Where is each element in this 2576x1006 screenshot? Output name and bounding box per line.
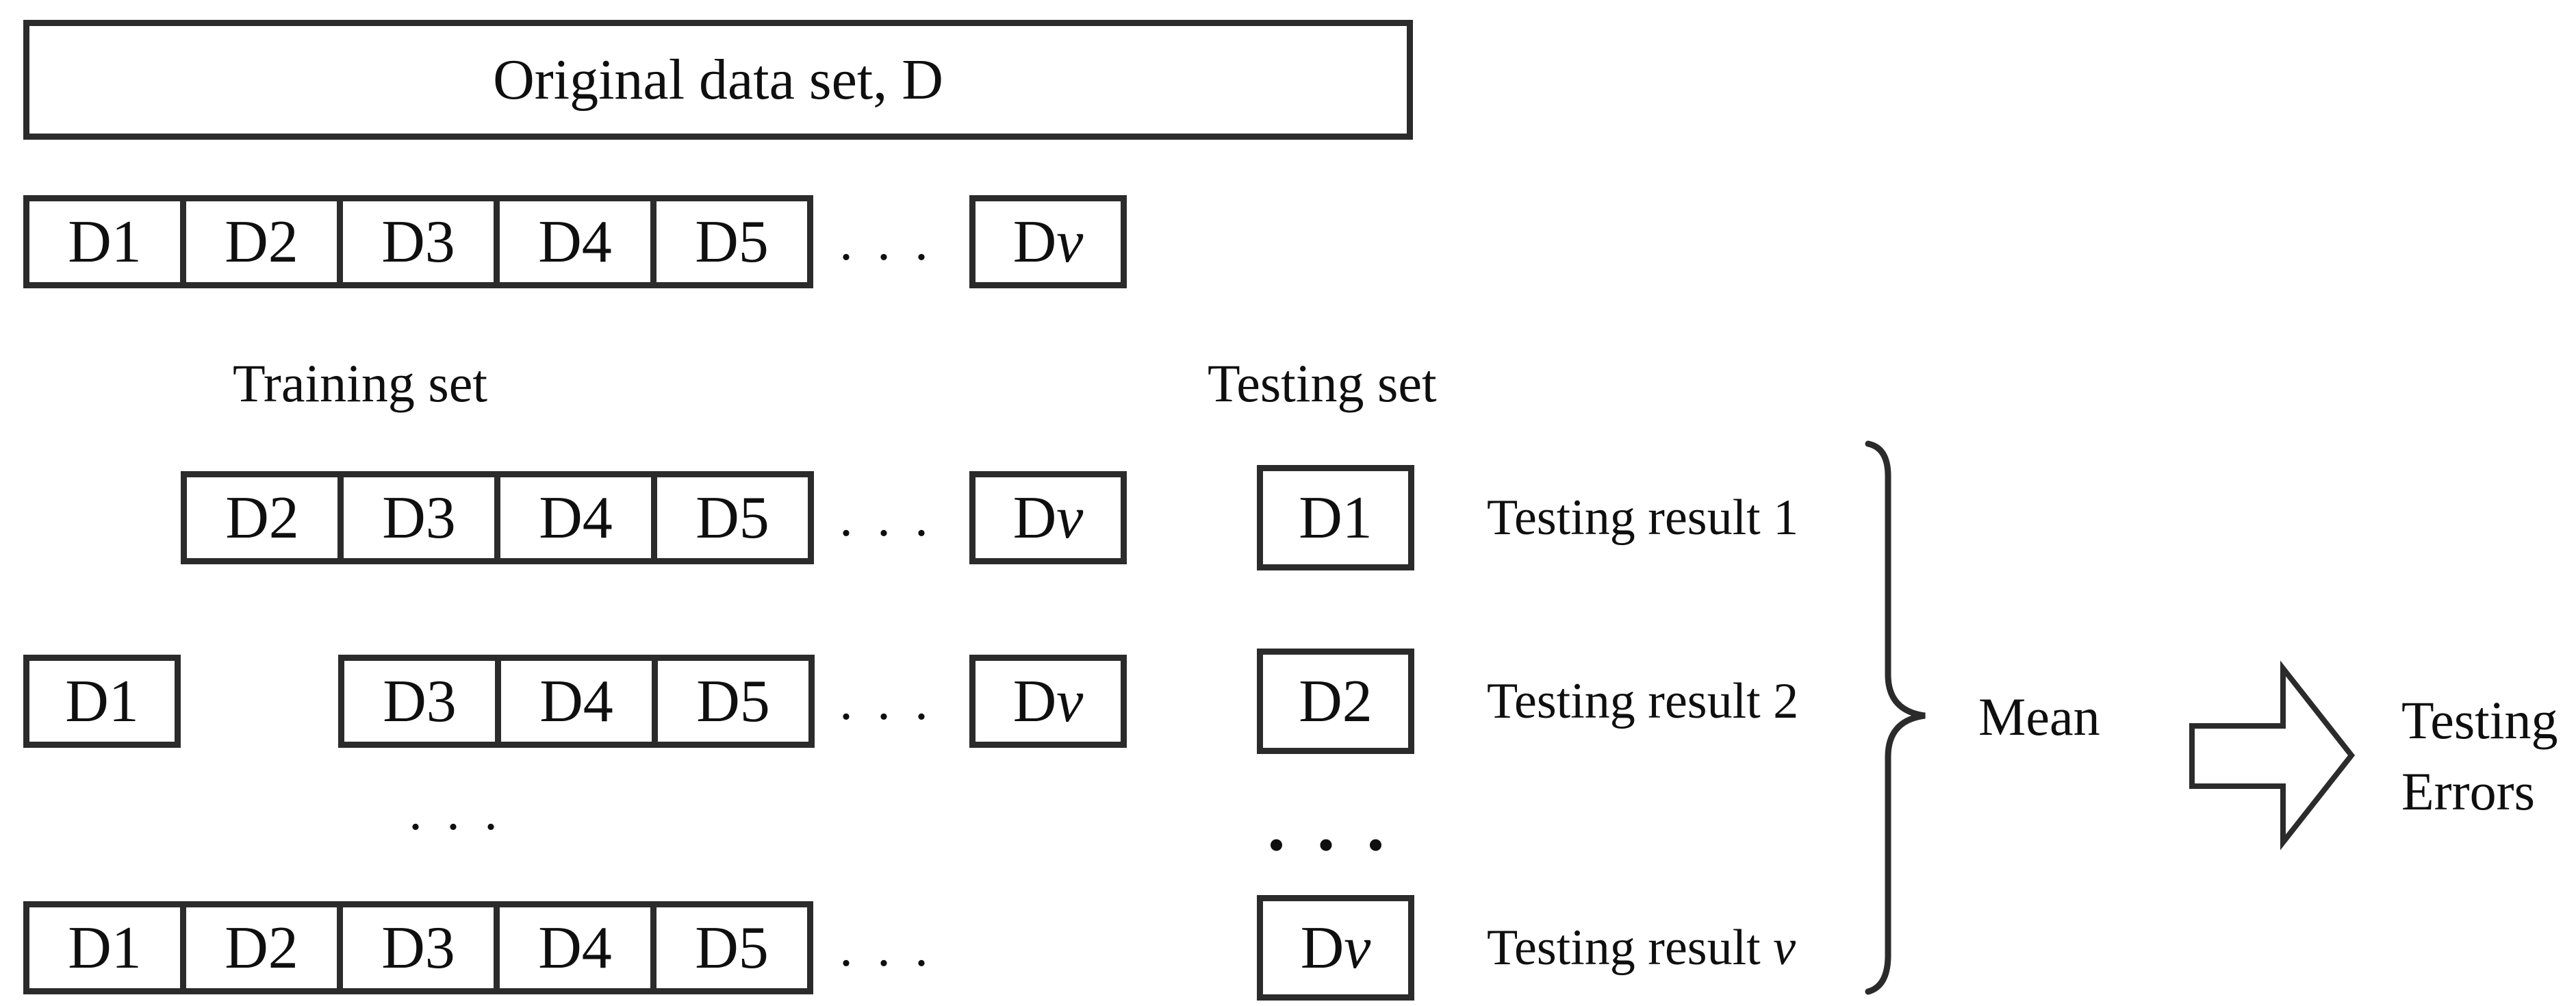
training-cell: D5: [658, 661, 808, 742]
training-cell-label: D4: [539, 668, 613, 735]
training-cell-label: D3: [381, 914, 455, 981]
row1-test-label: D1: [1299, 484, 1373, 551]
right-block-arrow-icon: [2189, 660, 2356, 851]
row1-ellipsis: . . .: [839, 488, 934, 547]
curly-brace: [1865, 440, 1926, 995]
row2-dv-box: Dv: [969, 655, 1127, 748]
row1-dv-label: Dv: [1012, 484, 1084, 551]
testing-errors-line1: Testing: [2401, 690, 2558, 750]
training-cell-label: D4: [538, 914, 612, 981]
training-cell-label: D1: [68, 914, 142, 981]
fold-cell-label: D3: [381, 208, 455, 275]
fold-dv-label: Dv: [1012, 208, 1084, 275]
fold-dv-box: Dv: [969, 195, 1127, 288]
training-cell-label: D3: [383, 668, 457, 735]
fold-cell-label: D5: [695, 208, 769, 275]
training-cell: D4: [501, 661, 658, 742]
original-dataset-box: Original data set, D: [23, 20, 1413, 140]
rowv-training-group: D1 D2 D3 D4 D5: [23, 901, 813, 994]
training-cell: D2: [186, 907, 343, 988]
training-cell-label: D5: [696, 668, 770, 735]
row2-dv-label: Dv: [1012, 668, 1084, 735]
fold-cell-label: D1: [68, 208, 142, 275]
row2-test-label: D2: [1299, 668, 1373, 735]
training-set-label: Training set: [233, 353, 487, 413]
rowv-test-label: Dv: [1300, 914, 1371, 981]
row1-dv-box: Dv: [969, 471, 1127, 564]
training-cell: D4: [500, 477, 657, 558]
row2-result-label: Testing result 2: [1487, 673, 1799, 729]
row2-lead-label: D1: [65, 668, 139, 735]
folds-group: D1 D2 D3 D4 D5: [23, 195, 813, 288]
training-cell-label: D3: [382, 484, 456, 551]
training-rows-ellipsis: . . .: [409, 781, 503, 841]
row1-test-box: D1: [1257, 465, 1414, 570]
rowv-ellipsis: . . .: [839, 918, 934, 977]
fold-cell: D5: [656, 201, 807, 282]
training-cell: D3: [344, 661, 501, 742]
training-cell: D3: [343, 907, 500, 988]
training-cell: D5: [657, 477, 808, 558]
mean-label: Mean: [1978, 687, 2100, 746]
fold-cell-label: D2: [225, 208, 298, 275]
testing-rows-ellipsis: . . .: [1267, 785, 1392, 866]
fold-cell: D1: [29, 201, 186, 282]
row1-training-group: D2 D3 D4 D5: [181, 471, 814, 564]
row2-training-group: D3 D4 D5: [338, 655, 815, 748]
training-cell: D1: [29, 907, 186, 988]
testing-set-label: Testing set: [1208, 353, 1437, 413]
fold-cell: D2: [186, 201, 343, 282]
training-cell-label: D5: [695, 914, 769, 981]
training-cell: D3: [344, 477, 500, 558]
training-cell: D4: [500, 907, 656, 988]
fold-cell-label: D4: [538, 208, 612, 275]
row2-lead-box: D1: [23, 655, 181, 748]
training-cell-label: D4: [539, 484, 613, 551]
testing-errors-label: Testing Errors: [2401, 685, 2558, 827]
training-cell: D2: [187, 477, 344, 558]
training-cell-label: D5: [696, 484, 769, 551]
row1-result-label: Testing result 1: [1487, 490, 1799, 546]
rowv-test-box: Dv: [1257, 895, 1414, 1001]
row2-test-box: D2: [1257, 649, 1414, 754]
original-dataset-label: Original data set, D: [493, 48, 943, 112]
folds-ellipsis: . . .: [839, 212, 934, 271]
training-cell-label: D2: [225, 914, 298, 981]
training-cell: D5: [656, 907, 807, 988]
row2-ellipsis: . . .: [839, 671, 934, 731]
training-cell-label: D2: [225, 484, 299, 551]
fold-cell: D3: [343, 201, 500, 282]
fold-cell: D4: [500, 201, 656, 282]
testing-errors-line2: Errors: [2401, 762, 2535, 821]
